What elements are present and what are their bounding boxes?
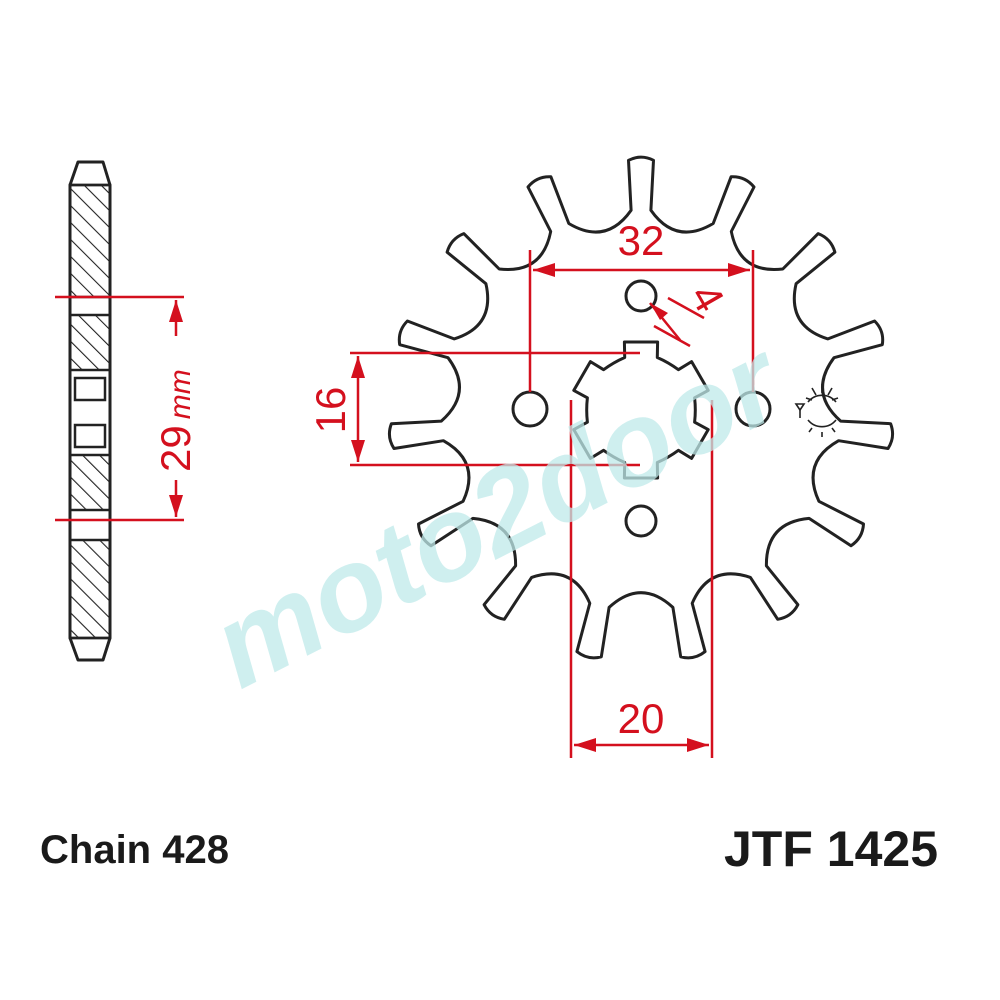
side-view-hatch-top	[68, 183, 112, 299]
spline-height-dimension: 16	[307, 351, 640, 467]
bolt-hole-value: 4	[681, 276, 733, 320]
chain-offset-unit: mm	[164, 369, 197, 419]
side-view-hub-slot-1	[73, 376, 107, 402]
bolt-hole-top	[624, 279, 658, 313]
bolt-spacing-dimension: 32	[528, 217, 755, 392]
chain-label: Chain 428	[40, 828, 229, 872]
side-view-hatch-bottom	[68, 538, 112, 640]
side-view-hub-slot-2	[73, 423, 107, 449]
bolt-hole-bottom	[624, 504, 658, 538]
bolt-spacing-value: 32	[618, 217, 665, 264]
rotation-direction-icon	[794, 384, 839, 437]
bore-value: 20	[618, 695, 665, 742]
side-view	[68, 160, 112, 662]
spline-bore	[572, 340, 710, 480]
sprocket-outline	[387, 155, 895, 660]
sprocket-front-view	[387, 155, 895, 660]
part-number: JTF 1425	[724, 821, 939, 877]
side-view-hatch-hub-upper	[68, 313, 112, 372]
svg-text:29mm: 29 mm	[152, 369, 199, 472]
side-view-hatch-hub-lower	[68, 453, 112, 512]
chain-offset-value: 29	[152, 425, 199, 472]
bore-dimension: 20	[569, 400, 714, 758]
spline-height-value: 16	[307, 387, 354, 434]
watermark: moto2door	[192, 313, 806, 713]
chain-offset-dimension: 29 mm	[55, 295, 199, 522]
